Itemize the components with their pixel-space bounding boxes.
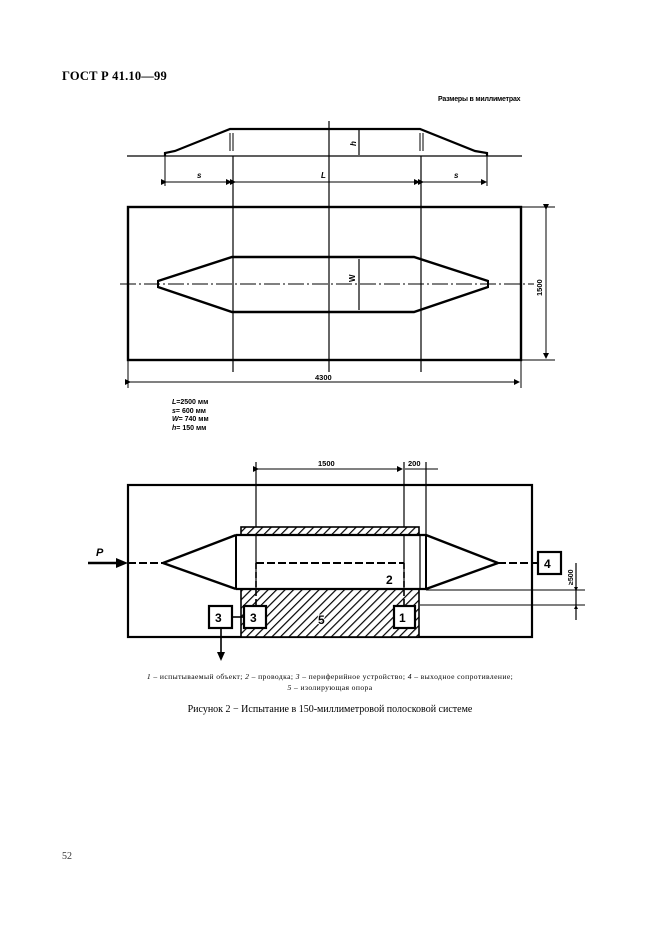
page-number: 52 bbox=[62, 851, 72, 862]
parameter-l: L=2500 мм bbox=[172, 399, 209, 406]
callout-3-peripheral-inner: 3 bbox=[250, 611, 257, 625]
dim-label-l: L bbox=[321, 171, 326, 180]
dim-label-h: h bbox=[349, 141, 358, 146]
callout-5-support: 5 bbox=[318, 613, 325, 627]
plan-view bbox=[120, 204, 555, 388]
dim-label-w: W bbox=[348, 274, 357, 282]
parameter-s: s= 600 мм bbox=[172, 407, 206, 415]
dim-label-1500-height: 1500 bbox=[535, 279, 544, 296]
parameter-list: L=2500 мм s= 600 мм W= 740 мм h= 150 мм bbox=[172, 399, 209, 433]
units-note: Размеры в миллиметрах bbox=[438, 96, 521, 103]
callout-4-output-load: 4 bbox=[544, 557, 551, 571]
figure-legend: 1 – испытываемый объект; 2 – проводка; 3… bbox=[70, 671, 590, 693]
parameter-w: W= 740 мм bbox=[172, 416, 209, 423]
dim-label-200: 200 bbox=[408, 459, 421, 468]
dim-label-s-left: s bbox=[197, 171, 202, 180]
dim-label-1500: 1500 bbox=[318, 459, 335, 468]
profile-view bbox=[127, 121, 522, 372]
legend-line-1: 1 – испытываемый объект; 2 – проводка; 3… bbox=[146, 672, 514, 681]
standard-code-header: ГОСТ Р 41.10—99 bbox=[62, 69, 167, 83]
input-label-p: P bbox=[96, 547, 104, 559]
test-setup-drawing bbox=[88, 462, 585, 661]
callout-1-test-object: 1 bbox=[399, 611, 406, 625]
dim-label-min-500: ≥500 bbox=[568, 569, 575, 585]
callout-3-peripheral-outer: 3 bbox=[215, 611, 222, 625]
callout-2-wiring: 2 bbox=[386, 573, 393, 587]
parameter-h: h= 150 мм bbox=[172, 424, 207, 432]
figure-caption: Рисунок 2 − Испытание в 150-миллиметрово… bbox=[187, 704, 473, 715]
legend-line-2: 5 – изолирующая опора bbox=[287, 683, 373, 692]
dim-label-s-right: s bbox=[454, 171, 459, 180]
dim-label-4300: 4300 bbox=[315, 373, 332, 382]
